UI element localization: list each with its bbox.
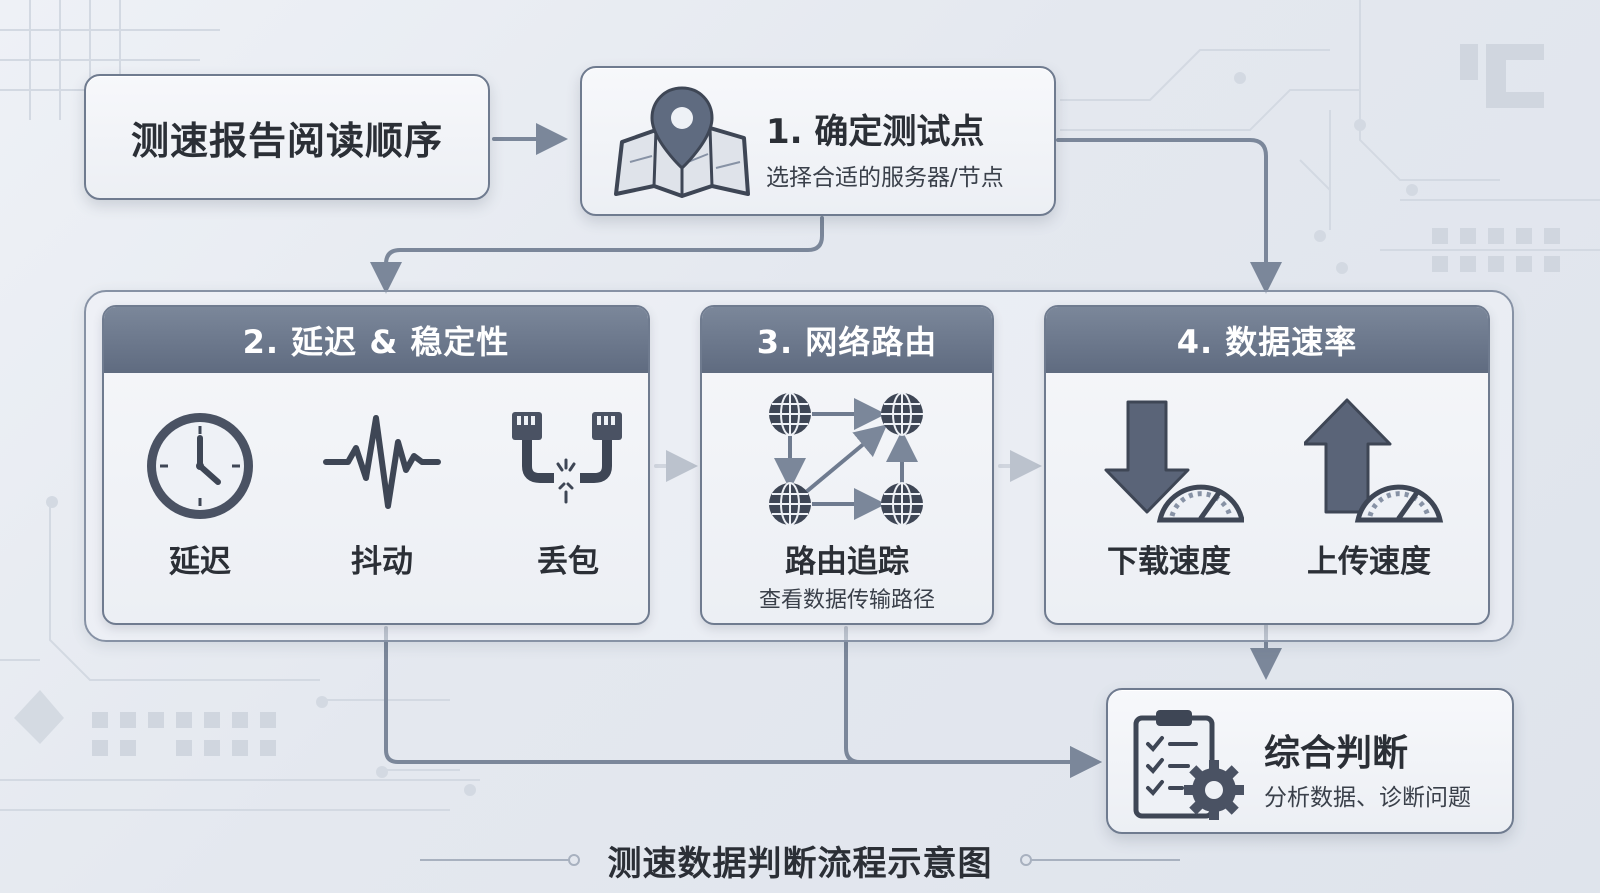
final-subtitle: 分析数据、诊断问题 — [1264, 785, 1471, 811]
step3-panel: 3. 网络路由 — [700, 305, 994, 625]
download-gauge-icon — [1104, 400, 1244, 523]
traceroute-label: 路由追踪 — [785, 544, 909, 580]
globe-network-icon — [769, 392, 923, 526]
step3-header: 3. 网络路由 — [702, 307, 992, 373]
broken-cable-icon — [512, 412, 622, 504]
upload-gauge-icon — [1304, 398, 1444, 523]
jitter-label: 抖动 — [351, 544, 413, 580]
arrow-step1-to-step4 — [1056, 138, 1282, 294]
step1-subtitle: 选择合适的服务器/节点 — [766, 165, 1004, 191]
arrow-step1-to-step2 — [370, 216, 824, 294]
step1-title: 1. 确定测试点 — [766, 112, 985, 152]
latency-label: 延迟 — [169, 544, 231, 580]
clock-icon — [147, 413, 253, 519]
diagram-caption: 测速数据判断流程示意图 — [607, 844, 993, 884]
clipboard-gear-icon — [1133, 710, 1244, 820]
final-title: 综合判断 — [1264, 733, 1409, 774]
arrow-step3-to-final — [844, 626, 1102, 778]
upload-speed-label: 上传速度 — [1307, 544, 1431, 580]
download-speed-label: 下载速度 — [1107, 544, 1231, 580]
step4-panel: 4. 数据速率 — [1044, 305, 1490, 625]
map-pin-icon — [614, 86, 750, 198]
page-title: 测速报告阅读顺序 — [130, 118, 443, 163]
waveform-icon — [323, 415, 441, 509]
step1-card: 1. 确定测试点 选择合适的服务器/节点 — [580, 66, 1056, 216]
final-card: 综合判断 分析数据、诊断问题 — [1106, 688, 1514, 834]
step2-header: 2. 延迟 & 稳定性 — [104, 307, 648, 373]
title-card: 测速报告阅读顺序 — [84, 74, 490, 200]
step4-header: 4. 数据速率 — [1046, 307, 1488, 373]
arrow-step2-to-final — [384, 626, 1102, 778]
packet-loss-label: 丢包 — [537, 544, 599, 580]
traceroute-subtitle: 查看数据传输路径 — [758, 588, 935, 613]
